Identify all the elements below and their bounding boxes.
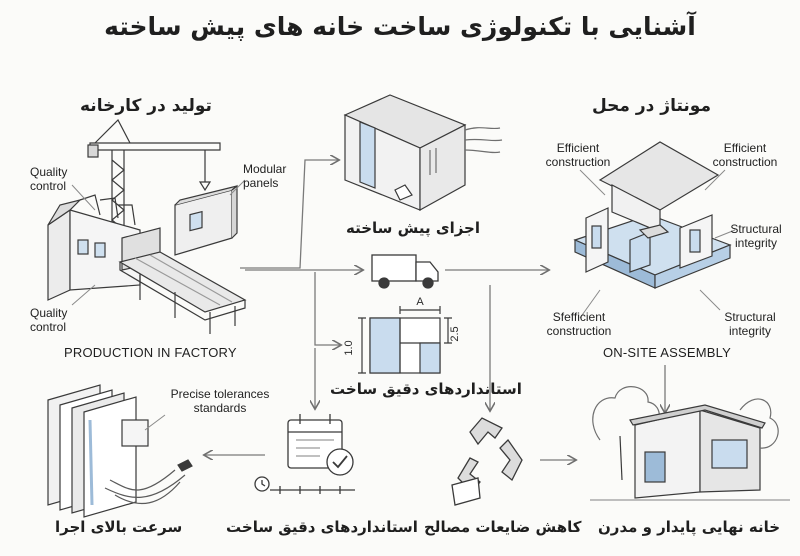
conveyor-icon <box>118 251 247 334</box>
flow-connectors <box>205 160 665 460</box>
label-efficient-bottom: Sfefficient construction <box>546 310 612 338</box>
label-efficient-right: Efficient construction <box>712 141 778 169</box>
label-structural-bottom: Structural integrity <box>724 310 776 338</box>
label-production-in-factory: PRODUCTION IN FACTORY <box>64 345 237 360</box>
truck-icon <box>371 254 439 289</box>
dimension-width: A <box>416 296 424 308</box>
label-efficient-left: Efficient construction <box>545 141 611 169</box>
label-waste-reduction: کاهش ضایعات مصالح <box>424 518 582 536</box>
modern-house-icon <box>590 386 790 501</box>
callout-lines <box>71 169 736 431</box>
label-quality-control-bottom: Quality control <box>30 306 68 334</box>
label-precise-tolerances: Precise tolerances standards <box>170 387 270 415</box>
recycle-icon <box>451 417 523 506</box>
label-prefab-parts: اجزای پیش ساخته <box>346 219 480 237</box>
label-on-site-assembly: ON-SITE ASSEMBLY <box>603 345 731 360</box>
dimension-height: 2.5 <box>449 326 461 341</box>
label-modular-panels: Modular panels <box>243 162 287 190</box>
label-structural-right: Structural integrity <box>730 222 782 250</box>
arrow-to-blueprint <box>314 272 340 345</box>
dimension-side: 1.0 <box>343 340 355 355</box>
bathroom-pod-icon <box>343 94 503 212</box>
section-factory: تولید در کارخانه <box>80 96 212 116</box>
label-fast-execution: سرعت بالای اجرا <box>55 518 183 536</box>
label-final-home: خانه نهایی پایدار و مدرن <box>598 518 781 536</box>
label-precise-standards-top: استانداردهای دقیق ساخت <box>330 380 522 398</box>
blueprint-icon <box>358 306 452 374</box>
label-quality-control-top: Quality control <box>30 165 68 193</box>
arrow-factory-to-prefab <box>240 160 338 269</box>
panel-stack-icon <box>47 384 193 518</box>
calendar-check-icon <box>254 414 355 494</box>
page-title: آشنایی با تکنولوژی ساخت خانه های پیش ساخ… <box>104 12 696 41</box>
label-precise-standards-bottom: استانداردهای دقیق ساخت <box>226 518 418 536</box>
house-assembly-icon <box>573 141 732 289</box>
modular-panel-icon <box>174 184 238 256</box>
section-onsite: مونتاژ در محل <box>592 96 711 116</box>
